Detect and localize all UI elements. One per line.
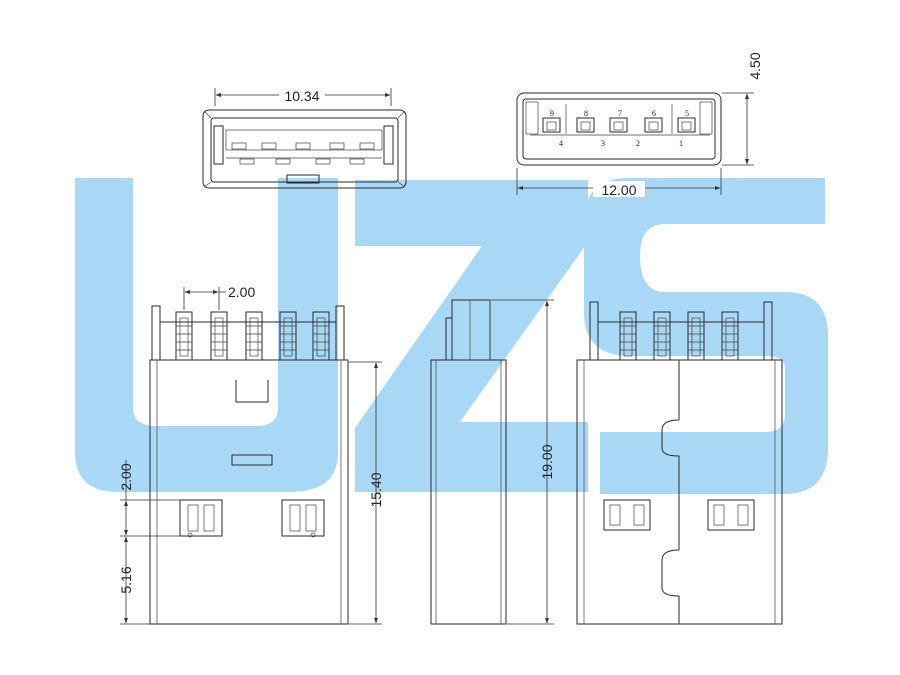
dim-total-length: 19.00 <box>539 444 555 479</box>
pin-label-3: 3 <box>601 139 605 148</box>
front-view-contacts <box>226 142 382 165</box>
dim-body-length: 15.40 <box>368 472 384 507</box>
dim-pin-pitch: 2.00 <box>228 284 255 300</box>
dim-rear-width: 12.00 <box>601 182 636 198</box>
watermark-letter-s <box>584 178 828 494</box>
pin-label-2: 2 <box>636 139 640 148</box>
rear-view-pins <box>542 104 696 134</box>
pin-label-1: 1 <box>679 139 683 148</box>
pin-label-8: 8 <box>584 109 588 118</box>
dim-rear-height: 4.50 <box>747 52 763 79</box>
bottom-view-pins <box>619 311 739 361</box>
pin-label-5: 5 <box>685 109 689 118</box>
dim-left-lower: 5.16 <box>118 566 134 593</box>
watermark-logo <box>75 178 828 494</box>
dim-front-width: 10.34 <box>284 88 319 104</box>
pin-label-7: 7 <box>618 109 622 118</box>
side-view-middle: 19.00 <box>430 299 555 625</box>
watermark-letter-z <box>355 180 588 492</box>
pin-label-4: 4 <box>559 139 563 148</box>
watermark-letter-u <box>75 178 338 492</box>
pin-label-9: 9 <box>550 109 554 118</box>
front-view-left: 10.34 <box>202 87 407 189</box>
dim-left-offset: 2.00 <box>118 463 134 490</box>
rear-view-right: 9 8 7 6 5 4 3 2 1 12.00 4.50 <box>516 52 763 198</box>
top-view-left: 2.00 2.00 5.16 15.40 <box>118 284 384 625</box>
pin-label-6: 6 <box>652 109 656 118</box>
bottom-view-right <box>576 301 783 625</box>
